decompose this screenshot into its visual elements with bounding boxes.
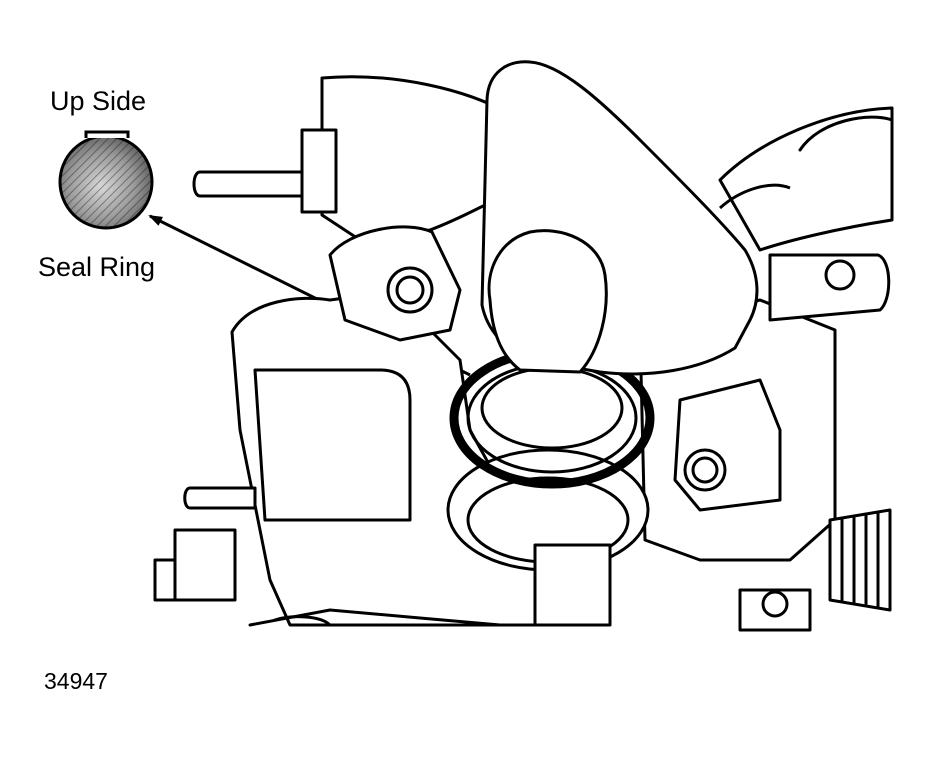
figure-number: 34947 [44, 668, 108, 694]
seal-ring-detail [58, 130, 154, 230]
finger [480, 60, 791, 376]
throttle-body-housing [153, 75, 894, 632]
seal-ring-label: Seal Ring [38, 252, 156, 282]
up-side-label: Up Side [50, 86, 147, 116]
